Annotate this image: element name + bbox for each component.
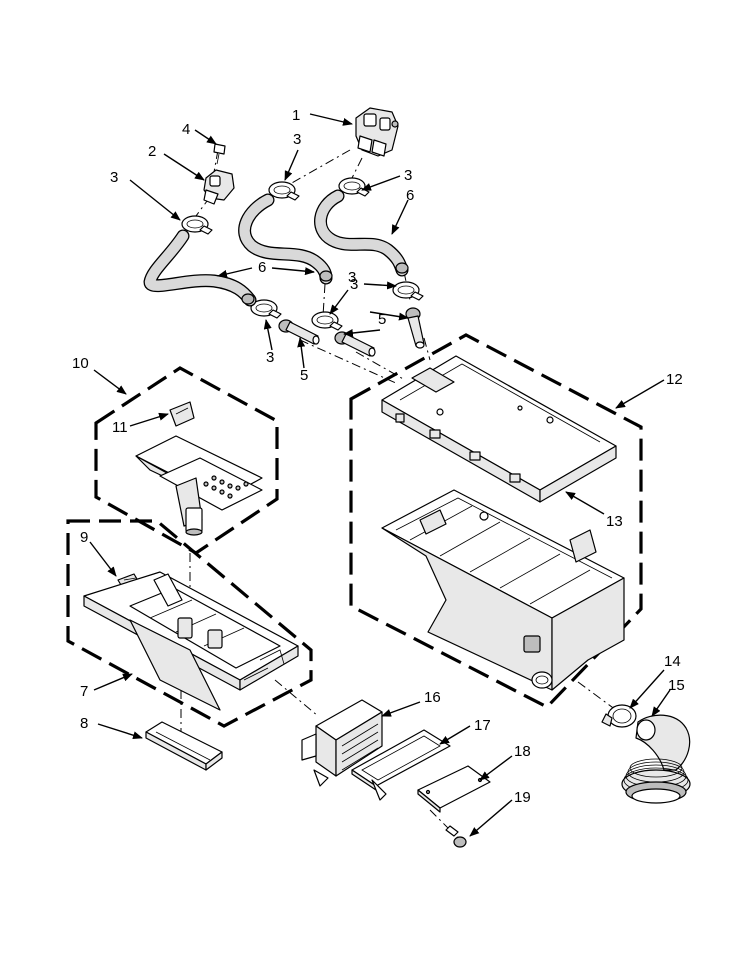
leader-lines — [89, 113, 671, 837]
group-outline-12 — [349, 333, 643, 709]
centerline-bracket — [274, 679, 319, 717]
water-valve-part-2[interactable] — [203, 169, 235, 205]
clamp-part-14[interactable] — [601, 704, 637, 728]
screw-part-19[interactable] — [445, 825, 467, 848]
callout-6-right: 6 — [406, 187, 414, 204]
centerline-fitting-right — [423, 337, 431, 361]
dispenser-drawer-part-7[interactable] — [83, 571, 299, 711]
callout-labels: 1 2 3 4 3 3 6 6 3 3 3 5 5 10 11 12 13 9 … — [72, 107, 685, 806]
panel-part-18[interactable] — [417, 765, 491, 813]
dispenser-cover-part-13[interactable] — [381, 355, 617, 503]
hose-part-6-middle[interactable] — [238, 193, 333, 285]
hose-part-6-left[interactable] — [143, 229, 257, 307]
dispenser-housing-part-12[interactable] — [381, 489, 625, 691]
callout-3-bottom-mid: 3 — [348, 269, 356, 286]
hose-clamp-3b[interactable] — [268, 181, 300, 201]
callout-13: 13 — [606, 513, 623, 530]
callout-3-left: 3 — [110, 169, 118, 186]
latch-part-11[interactable] — [169, 401, 195, 427]
water-valve-part-1[interactable] — [355, 107, 399, 157]
hose-clamp-3a[interactable] — [181, 215, 213, 235]
callout-16: 16 — [424, 689, 441, 706]
callout-10: 10 — [72, 355, 89, 372]
centerline-fittings — [299, 339, 399, 385]
bellows-part-15[interactable] — [621, 714, 691, 804]
insert-vent-holes — [203, 475, 249, 499]
fitting-part-5c[interactable] — [405, 307, 425, 349]
centerline-screw-4 — [213, 149, 219, 173]
dispenser-insert-part-10[interactable] — [135, 435, 263, 536]
callout-15: 15 — [668, 677, 685, 694]
callout-3-top-right: 3 — [404, 167, 412, 184]
callout-3-top-mid: 3 — [293, 131, 301, 148]
hose-clamp-3f[interactable] — [392, 281, 424, 301]
callout-9: 9 — [80, 529, 88, 546]
callout-19: 19 — [514, 789, 531, 806]
hose-clamp-3e[interactable] — [311, 311, 343, 331]
fitting-part-5a[interactable] — [278, 319, 320, 345]
centerline-valve-1 — [289, 149, 351, 185]
hose-part-6-right[interactable] — [314, 189, 409, 277]
tray-part-8[interactable] — [145, 721, 223, 771]
callout-11: 11 — [112, 419, 128, 436]
callout-18: 18 — [514, 743, 531, 760]
callout-5-left: 5 — [300, 367, 308, 384]
callout-14: 14 — [664, 653, 681, 670]
centerline-bellows — [577, 681, 617, 711]
callout-2: 2 — [148, 143, 156, 160]
hose-clamp-3c[interactable] — [338, 177, 370, 197]
callout-3-bottom-right: 3 — [350, 276, 358, 293]
callout-7: 7 — [80, 683, 88, 700]
group-outline-10 — [94, 366, 279, 555]
centerline-fittings-2 — [355, 351, 406, 381]
callout-4: 4 — [182, 121, 190, 138]
callout-1: 1 — [292, 107, 300, 124]
fitting-part-5b[interactable] — [334, 331, 376, 357]
callout-17: 17 — [474, 717, 491, 734]
callout-8: 8 — [80, 715, 88, 732]
callout-6-left: 6 — [258, 259, 266, 276]
screw-part-4[interactable] — [213, 143, 226, 165]
hose-clamp-3d[interactable] — [250, 299, 282, 319]
callout-12: 12 — [666, 371, 683, 388]
vent-frame-part-16[interactable] — [301, 699, 383, 787]
callout-5-right: 5 — [378, 311, 386, 328]
group-outline-7 — [66, 519, 313, 728]
callout-3-bottom-left: 3 — [266, 349, 274, 366]
centerline-hose-mid — [322, 283, 326, 317]
gasket-part-17[interactable] — [351, 729, 451, 801]
